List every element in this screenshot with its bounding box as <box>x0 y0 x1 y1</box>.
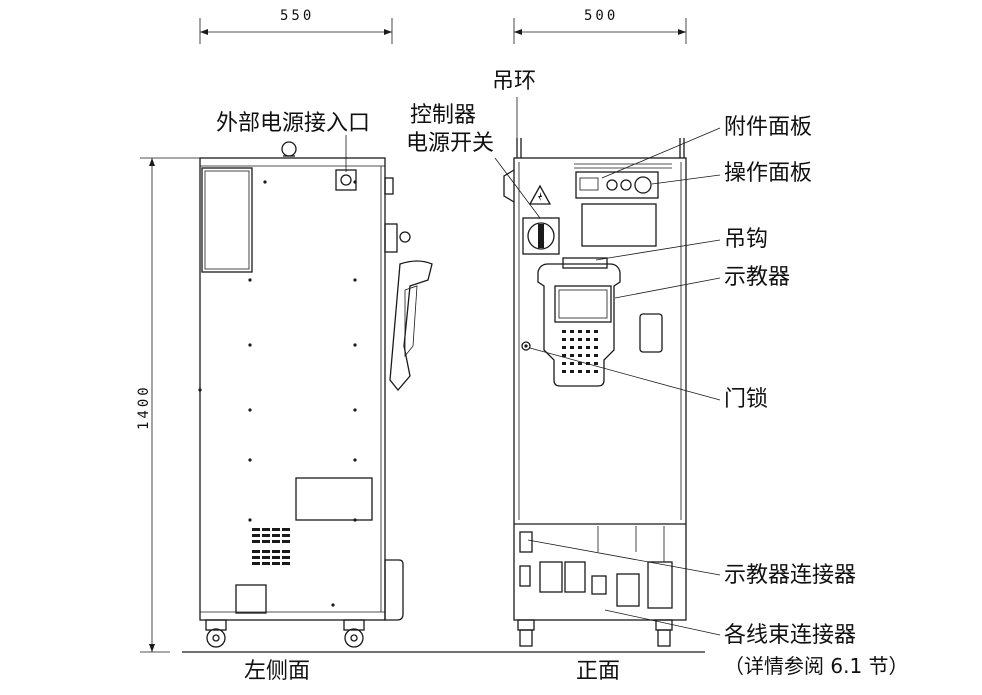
dimension-front-width: 500 <box>584 8 619 24</box>
caption-side-view: 左侧面 <box>244 659 311 684</box>
side-view <box>198 141 433 648</box>
label-teach-pendant: 示教器 <box>724 265 791 290</box>
label-harness-connectors-note: （详情参阅 6.1 节） <box>724 654 909 678</box>
front-view <box>503 138 687 647</box>
label-door-lock: 门锁 <box>724 387 769 412</box>
label-operation-panel: 操作面板 <box>724 161 813 186</box>
label-lifting-ring: 吊环 <box>492 69 537 94</box>
label-teach-pendant-connector: 示教器连接器 <box>724 563 857 588</box>
label-controller-power-switch-1: 控制器 <box>410 103 477 128</box>
dimension-side-width: 550 <box>280 8 315 24</box>
label-accessory-panel: 附件面板 <box>724 115 813 140</box>
caption-front-view: 正面 <box>576 659 621 684</box>
leader-lines <box>345 97 721 636</box>
label-external-power-inlet: 外部电源接入口 <box>216 111 371 136</box>
label-hook: 吊钩 <box>724 227 769 252</box>
label-harness-connectors: 各线束连接器 <box>724 623 857 648</box>
dimension-height: 1400 <box>136 384 152 430</box>
dimension-lines <box>140 18 705 653</box>
label-controller-power-switch-2: 电源开关 <box>406 131 495 156</box>
